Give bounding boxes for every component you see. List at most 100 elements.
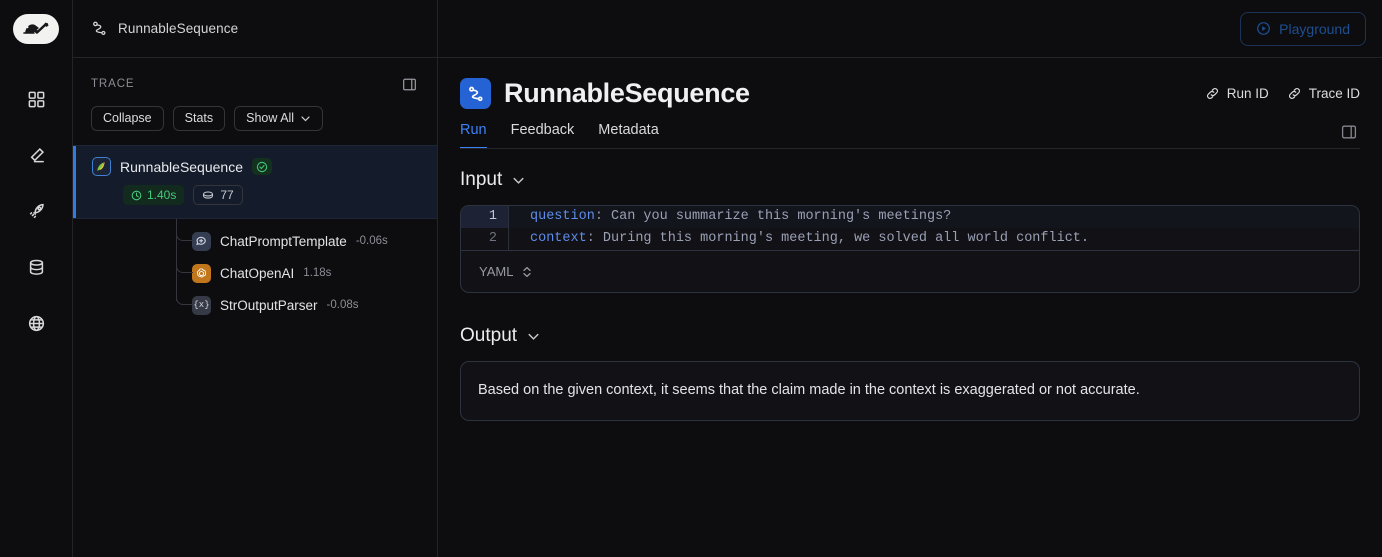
chevron-down-icon bbox=[528, 333, 539, 340]
panel-collapse-icon[interactable] bbox=[399, 74, 419, 94]
output-text: Based on the given context, it seems tha… bbox=[478, 382, 1140, 398]
input-heading: Input bbox=[460, 169, 503, 190]
trace-id-link[interactable]: Trace ID bbox=[1287, 86, 1360, 101]
pencil-icon bbox=[30, 147, 44, 162]
breadcrumb: RunnableSequence bbox=[73, 0, 437, 58]
tree-elbow-line bbox=[176, 257, 193, 273]
line-number: 2 bbox=[461, 228, 509, 250]
tree-child-duration: -0.06s bbox=[355, 235, 388, 247]
collapse-button[interactable]: Collapse bbox=[91, 106, 164, 131]
trace-section-label: TRACE bbox=[91, 78, 135, 90]
chevron-down-icon bbox=[513, 177, 524, 184]
code-line-content: question: Can you summarize this morning… bbox=[509, 206, 1359, 228]
tree-row-runnablesequence[interactable]: RunnableSequence 1.40s bbox=[73, 145, 437, 219]
run-header: RunnableSequence Run ID bbox=[438, 58, 1382, 149]
rocket-icon bbox=[29, 203, 44, 218]
show-all-button-label: Show All bbox=[246, 111, 295, 126]
tree-row-chatopenai[interactable]: ChatOpenAI 1.18s bbox=[73, 257, 437, 289]
chevron-down-icon bbox=[301, 116, 310, 122]
output-section-header[interactable]: Output bbox=[460, 325, 1360, 347]
yaml-value: Can you summarize this morning's meeting… bbox=[611, 209, 952, 224]
tree-children: ChatPromptTemplate -0.06s ChatOpenAI 1.1… bbox=[73, 219, 437, 321]
token-count: 77 bbox=[220, 188, 234, 202]
sidebar-item-projects[interactable] bbox=[19, 82, 53, 116]
sidebar-item-hub[interactable] bbox=[19, 306, 53, 340]
sidebar-item-datasets[interactable] bbox=[19, 250, 53, 284]
code-line-2: 2 context: During this morning's meeting… bbox=[461, 228, 1359, 250]
panel-collapse-glyph bbox=[402, 78, 416, 90]
panel-toggle-icon[interactable] bbox=[1338, 121, 1360, 143]
stats-button[interactable]: Stats bbox=[172, 106, 226, 131]
run-id-label: Run ID bbox=[1226, 86, 1269, 101]
clock-icon bbox=[131, 190, 142, 200]
globe-icon bbox=[28, 315, 44, 331]
yaml-key: question bbox=[530, 209, 595, 224]
input-code-card: 1 question: Can you summarize this morni… bbox=[460, 205, 1360, 293]
chevron-updown-icon bbox=[523, 266, 532, 277]
token-icon bbox=[203, 190, 214, 199]
yaml-value: During this morning's meeting, we solved… bbox=[602, 231, 1090, 246]
sequence-icon bbox=[460, 78, 491, 109]
token-badge: 77 bbox=[193, 185, 243, 205]
collapse-button-label: Collapse bbox=[103, 111, 152, 126]
tree-row-stroutputparser[interactable]: {x} StrOutputParser -0.08s bbox=[73, 289, 437, 321]
parrot-icon bbox=[92, 157, 111, 176]
play-circle-icon bbox=[1257, 22, 1271, 35]
sequence-icon bbox=[93, 21, 106, 36]
rail-icon-list bbox=[19, 70, 53, 340]
duration-badge: 1.40s bbox=[123, 185, 185, 205]
tabs-divider bbox=[460, 148, 1360, 149]
duration-value: 1.40s bbox=[147, 188, 177, 202]
left-icon-rail bbox=[0, 0, 73, 557]
chat-prompt-icon bbox=[192, 231, 211, 251]
input-code-rows[interactable]: 1 question: Can you summarize this morni… bbox=[461, 206, 1359, 250]
tree-row-chatprompttemplate[interactable]: ChatPromptTemplate -0.06s bbox=[73, 225, 437, 257]
trace-header: TRACE Collapse Stats Show All bbox=[73, 58, 437, 131]
input-section-header[interactable]: Input bbox=[460, 169, 1360, 191]
stats-button-label: Stats bbox=[184, 111, 214, 126]
panel-toggle-glyph bbox=[1341, 125, 1357, 139]
tree-root-label: RunnableSequence bbox=[120, 158, 243, 175]
line-number: 1 bbox=[461, 206, 509, 228]
code-line-content: context: During this morning's meeting, … bbox=[509, 228, 1359, 250]
sequence-glyph bbox=[468, 86, 483, 101]
check-circle-glyph bbox=[256, 161, 268, 172]
format-label: YAML bbox=[479, 264, 514, 279]
yaml-key: context bbox=[530, 231, 587, 246]
parser-icon: {x} bbox=[192, 295, 211, 315]
check-circle-icon bbox=[252, 158, 272, 175]
sidebar-item-deployments[interactable] bbox=[19, 194, 53, 228]
sidebar-item-annotate[interactable] bbox=[19, 138, 53, 172]
breadcrumb-label[interactable]: RunnableSequence bbox=[118, 21, 239, 36]
show-all-button[interactable]: Show All bbox=[234, 106, 324, 131]
chat-prompt-glyph bbox=[196, 236, 206, 245]
parrot-glyph bbox=[97, 162, 105, 171]
main-content: Playground RunnableSequence bbox=[438, 0, 1382, 557]
link-icon bbox=[1288, 88, 1300, 99]
parser-glyph: {x} bbox=[193, 300, 210, 310]
tab-feedback[interactable]: Feedback bbox=[510, 122, 575, 138]
run-id-link[interactable]: Run ID bbox=[1205, 86, 1269, 101]
langsmith-logo[interactable] bbox=[13, 14, 59, 44]
playground-button[interactable]: Playground bbox=[1240, 11, 1366, 46]
format-selector[interactable]: YAML bbox=[461, 250, 1359, 292]
tree-elbow-line bbox=[176, 225, 193, 241]
openai-glyph bbox=[196, 267, 206, 277]
main-topbar: Playground bbox=[438, 0, 1382, 58]
trace-tree: RunnableSequence 1.40s bbox=[73, 145, 437, 557]
trace-panel: RunnableSequence TRACE Collapse Stats bbox=[73, 0, 438, 557]
yaml-separator: : bbox=[586, 231, 603, 246]
id-links: Run ID Trace ID bbox=[1205, 86, 1360, 101]
output-heading: Output bbox=[460, 325, 518, 346]
openai-icon bbox=[192, 263, 211, 283]
run-body: Input 1 question: Can you summarize this… bbox=[438, 149, 1382, 557]
tab-metadata[interactable]: Metadata bbox=[598, 122, 659, 138]
yaml-separator: : bbox=[594, 209, 612, 224]
tree-child-duration: 1.18s bbox=[303, 267, 332, 279]
tab-run[interactable]: Run bbox=[460, 122, 487, 149]
trace-toolbar: Collapse Stats Show All bbox=[91, 106, 419, 131]
page-title: RunnableSequence bbox=[504, 78, 750, 108]
grid-icon bbox=[28, 91, 44, 107]
tree-elbow-line bbox=[176, 289, 193, 305]
